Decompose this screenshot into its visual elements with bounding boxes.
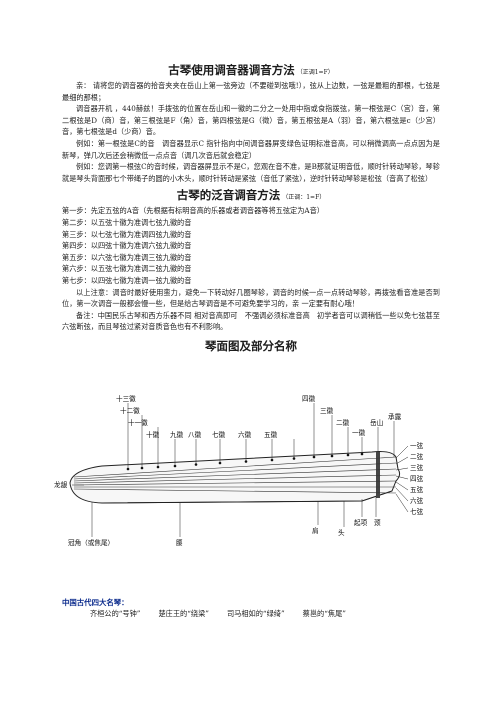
document-page: 古琴使用调音器调音方法（正调1=F） 亲： 请将您的调音器的拾音夹夹在岳山上第一… bbox=[54, 60, 440, 620]
section1-p3: 例如：第一根弦是C的音 调音器显示C 指针指向中间调音器屏变绿色证明标准音高，可… bbox=[62, 138, 440, 160]
section1-title-note: （正调1=F） bbox=[296, 69, 334, 76]
famous-qin-list: 齐桓公的“号钟” 楚庄王的“绕梁” 司马相如的“绿绮” 蔡邕的“焦尾” bbox=[62, 608, 440, 620]
famous-qin-item: 司马相如的“绿绮” bbox=[226, 608, 285, 618]
label-hui11: 十一徽 bbox=[128, 418, 148, 427]
step-7: 第七步：以四弦七徽为准调一弦九徽的音 bbox=[62, 275, 192, 285]
label-string-2: 二弦 bbox=[410, 452, 424, 461]
famous-qin-title: 中国古代四大名琴： bbox=[62, 597, 129, 607]
label-string-7: 七弦 bbox=[410, 507, 424, 516]
label-qizi: 起项 bbox=[354, 518, 368, 527]
step-3: 第三步：以七弦七徽为准调四弦九徽的音 bbox=[62, 229, 192, 239]
famous-qin-item: 齐桓公的“号钟” bbox=[90, 608, 141, 618]
section1-p4: 例如：您调第一根弦C的音时候，调音器屏显示不是C，您观在音不准，是B那就证明音低… bbox=[62, 162, 440, 183]
label-hui4: 四徽 bbox=[302, 394, 316, 403]
label-guanjiao: 冠角（或焦尾） bbox=[68, 538, 115, 547]
label-hui12: 十二徽 bbox=[120, 406, 140, 415]
label-hui5: 五徽 bbox=[264, 430, 278, 439]
step-1: 第一步：先定五弦的A音（先根据有标明音高的乐器或者调音器等将五弦定为A音） bbox=[62, 206, 324, 216]
label-hui6: 六徽 bbox=[238, 430, 252, 439]
label-string-5: 五弦 bbox=[410, 485, 424, 494]
section1-p1: 亲： 请将您的调音器的拾音夹夹在岳山上第一弦旁边（不要碰到弦哦!），弦从上边数，… bbox=[62, 81, 440, 102]
label-hui3: 三徽 bbox=[320, 406, 334, 415]
label-string-6: 六弦 bbox=[410, 496, 424, 505]
label-hui1: 一徽 bbox=[352, 428, 366, 437]
famous-qin-item: 楚庄王的“绕梁” bbox=[158, 608, 209, 618]
section2-title: 古琴的泛音调音方法（正调：1=F） bbox=[176, 188, 326, 203]
label-hui10: 十徽 bbox=[146, 430, 160, 439]
section2-remark: 备注：中国民乐古琴和西方乐器不同 相对音高即可 不强调必须标准音高 初学者音可以… bbox=[62, 310, 440, 332]
label-tou: 头 bbox=[338, 528, 345, 537]
label-hui8: 八徽 bbox=[188, 430, 202, 439]
step-2: 第二步：以五弦十徽为准调七弦九徽的音 bbox=[62, 217, 192, 227]
label-jianbang: 肩 bbox=[312, 526, 319, 535]
step-6: 第六步：以五弦七徽为准调二弦九徽的音 bbox=[62, 264, 192, 274]
label-jing: 颈 bbox=[374, 518, 381, 527]
step-4: 第四步：以四弦十徽为准调六弦九徽的音 bbox=[62, 241, 192, 251]
famous-qin-item: 蔡邕的“焦尾” bbox=[302, 608, 346, 618]
label-hui2: 二徽 bbox=[336, 418, 350, 427]
label-hui9: 九徽 bbox=[170, 430, 184, 439]
label-longyin: 龙龈 bbox=[54, 480, 68, 489]
section1-title: 古琴使用调音器调音方法（正调1=F） bbox=[168, 63, 334, 77]
step-5: 第五步：以六弦七徽为准调三弦九徽的音 bbox=[62, 252, 192, 262]
section3-title: 琴面图及部分名称 bbox=[205, 338, 297, 353]
guqin-drawing bbox=[69, 402, 409, 537]
section2-title-note: （正调：1=F） bbox=[282, 194, 326, 202]
label-string-3: 三弦 bbox=[410, 463, 424, 472]
section2-note: 以上注意：调音时最好使用蛮力，避免一下转动好几圈琴轸，调音的时候一点一点转动琴轸… bbox=[62, 287, 440, 309]
label-yueshan: 岳山 bbox=[370, 418, 384, 427]
label-string-1: 一弦 bbox=[410, 441, 424, 450]
label-yao: 腰 bbox=[176, 538, 183, 547]
label-chengluo: 承露 bbox=[388, 412, 402, 421]
label-hui13: 十三徽 bbox=[116, 394, 136, 403]
section1-p2: 调音器开机 ，440赫兹！手拨弦的位置在岳山和一徽的二分之一处用中指或食指拨弦，… bbox=[62, 104, 440, 137]
label-hui7: 七徽 bbox=[212, 430, 226, 439]
guqin-diagram: 十三徽 十二徽 十一徽 十徽 九徽 八徽 七徽 六徽 五徽 四徽 三徽 二徽 一… bbox=[54, 357, 440, 587]
label-string-4: 四弦 bbox=[410, 474, 424, 483]
